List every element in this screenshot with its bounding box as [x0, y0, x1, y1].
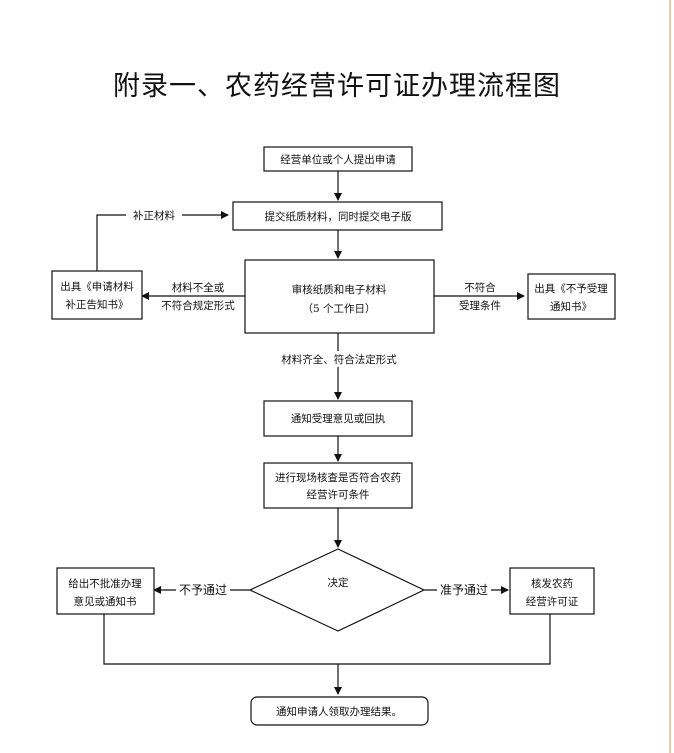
box-issue-text-2: 经营许可证 — [526, 595, 579, 608]
page-title: 附录一、农药经营许可证办理流程图 — [113, 71, 561, 102]
box-accept: 通知受理意见或回执 — [263, 400, 413, 437]
box-deny-text-1: 给出不批准办理 — [68, 577, 142, 590]
box-supplement-notice: 出具《申请材料 补正告知书》 — [51, 270, 143, 320]
edge-supplement-submit — [96, 211, 229, 271]
box-submit-text: 提交纸质材料，同时提交电子版 — [265, 210, 412, 223]
label-approved: 准予通过 — [440, 583, 488, 597]
edge-results-join — [103, 614, 551, 665]
box-apply: 经营单位或个人提出申请 — [263, 146, 413, 172]
box-inspect-text-1: 进行现场核查是否符合农药 — [275, 471, 401, 484]
label-supplement-materials: 补正材料 — [133, 209, 175, 222]
box-apply-text: 经营单位或个人提出申请 — [280, 153, 396, 166]
box-accept-text: 通知受理意见或回执 — [291, 412, 386, 425]
box-inspect: 进行现场核查是否符合农药 经营许可条件 — [263, 462, 413, 509]
page-edge — [669, 0, 671, 753]
box-notify: 通知申请人领取办理结果。 — [250, 696, 429, 726]
box-supplement-text-1: 出具《申请材料 — [60, 280, 134, 293]
label-not-approved: 不予通过 — [179, 583, 227, 597]
box-issue-text-1: 核发农药 — [531, 577, 573, 590]
box-notify-text: 通知申请人领取办理结果。 — [276, 705, 402, 718]
decision-diamond: 决定 — [248, 548, 426, 632]
label-bg-approved — [437, 582, 491, 598]
label-bg-not-approved — [176, 582, 230, 598]
box-review: 审核纸质和电子材料 （5 个工作日） — [244, 259, 435, 334]
box-reject-text-2: 通知书》 — [550, 300, 592, 313]
label-incomplete-1: 材料不全或 — [172, 281, 225, 294]
box-submit: 提交纸质材料，同时提交电子版 — [232, 201, 443, 231]
label-bg-complete — [270, 351, 408, 367]
box-deny: 给出不批准办理 意见或通知书 — [56, 567, 155, 615]
decision-text: 决定 — [328, 576, 349, 589]
box-inspect-text-2: 经营许可条件 — [307, 488, 370, 501]
label-not-eligible-2: 受理条件 — [459, 299, 501, 312]
box-deny-text-2: 意见或通知书 — [74, 595, 137, 608]
box-review-text-1: 审核纸质和电子材料 — [292, 283, 387, 296]
box-review-text-2: （5 个工作日） — [302, 303, 375, 315]
label-not-eligible-1: 不符合 — [464, 281, 496, 294]
box-issue: 核发农药 经营许可证 — [509, 567, 595, 615]
box-reject-notice: 出具《不予受理 通知书》 — [527, 273, 616, 320]
label-complete: 材料齐全、符合法定形式 — [281, 353, 397, 366]
label-incomplete-2: 不符合规定形式 — [161, 299, 235, 312]
box-supplement-text-2: 补正告知书》 — [66, 298, 129, 311]
box-reject-text-1: 出具《不予受理 — [534, 282, 608, 295]
label-bg-supplement — [126, 207, 182, 223]
